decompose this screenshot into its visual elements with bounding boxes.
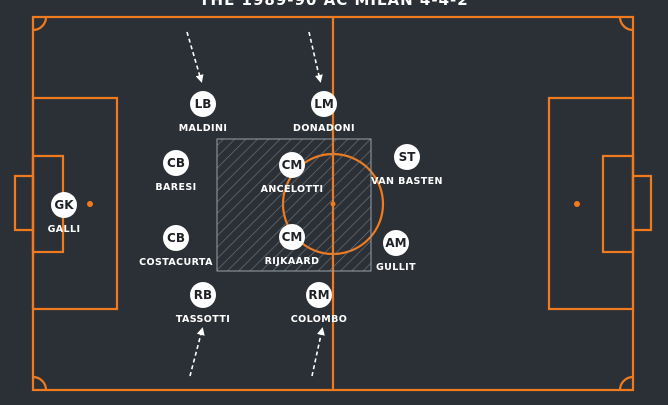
role-marker: LB [190,91,216,117]
role-marker: RM [306,282,332,308]
player-name: GALLI [47,224,81,235]
page-title: THE 1989-90 AC MILAN 4-4-2 [199,0,469,9]
movement-arrow [311,327,325,377]
player-name: MALDINI [178,123,228,134]
role-marker: CB [163,150,189,176]
player-name: VAN BASTEN [371,176,443,187]
right-six-yard-box [601,154,635,254]
right-penalty-box [547,96,635,311]
left-penalty-spot [87,201,93,207]
role-marker: AM [383,230,409,256]
player-name: BARESI [155,182,197,193]
role-marker: RB [190,282,216,308]
center-spot [330,201,336,207]
movement-arrow [186,31,204,83]
player-name: COSTACURTA [139,257,213,268]
role-marker: ST [394,144,420,170]
movement-arrow [308,31,323,83]
corner-arc-bottom-right [618,375,634,391]
corner-arc-bottom-left [32,375,48,391]
role-marker: LM [311,91,337,117]
role-marker: CB [163,225,189,251]
right-goal [631,174,653,232]
player-name: RIJKAARD [264,256,320,267]
player-name: ANCELOTTI [260,184,324,195]
corner-arc-top-right [618,16,634,32]
movement-arrow [189,327,205,377]
role-marker: GK [51,192,77,218]
corner-arc-top-left [32,16,48,32]
role-marker: CM [279,152,305,178]
role-marker: CM [279,224,305,250]
player-name: GULLIT [375,262,417,273]
player-name: COLOMBO [290,314,348,325]
right-penalty-spot [574,201,580,207]
left-goal [13,174,35,232]
player-name: DONADONI [293,123,355,134]
player-name: TASSOTTI [175,314,231,325]
